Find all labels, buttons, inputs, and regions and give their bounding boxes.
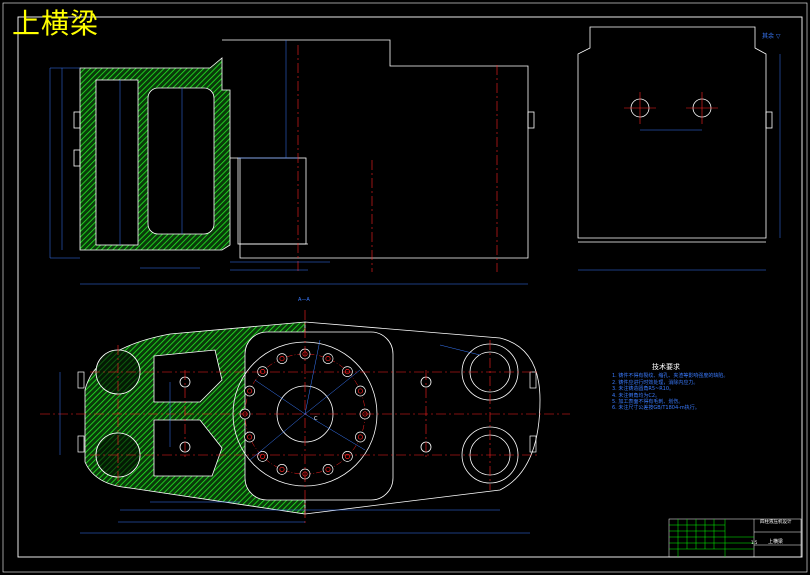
requirement-item: 5. 加工表面不得有毛刺、划伤。 [612,399,684,406]
bolt-hole-inner [279,356,285,362]
side-view-centerlines [624,92,718,124]
bolt-hole-inner [325,466,331,472]
title-block-part: 上横梁 [768,539,784,545]
bolt-hole-inner [247,388,253,394]
bolt-hole-inner [357,388,363,394]
requirement-item: 1. 铸件不得有裂纹、缩孔、夹渣等影响强度的缺陷。 [612,373,729,380]
bolt-hole-inner [279,466,285,472]
bolt-hole-inner [357,434,363,440]
bolt-hole-inner [325,356,331,362]
front-view-centerlines [297,45,498,272]
plan-view [77,321,541,515]
bolt-hole-inner [344,369,350,375]
side-view-dimensions [578,54,781,271]
bolt-hole-inner [260,369,266,375]
bolt-hole-inner [247,434,253,440]
side-view [577,26,773,243]
technical-requirements: 技术要求 1. 铸件不得有裂纹、缩孔、夹渣等影响强度的缺陷。 2. 铸件应进行时… [612,363,792,412]
title-block [668,518,802,558]
requirement-item: 3. 未注铸造圆角R5~R10。 [612,386,675,393]
technical-requirements-heading: 技术要求 [652,363,680,371]
roughness-note: 其余 ▽ [762,33,781,40]
requirement-item: 4. 未注倒角均为C2。 [612,392,661,399]
front-view [73,39,535,259]
inner-frame [17,16,803,558]
front-view-dimensions [49,40,528,285]
section-label: A—A [298,297,310,303]
center-label: C [314,416,318,422]
plan-view-dimensions [59,339,530,534]
requirement-item: 2. 铸件应进行时效处理，消除内应力。 [612,379,699,386]
title-block-grid [669,519,754,557]
title-block-project: 四柱液压机设计 [760,520,792,525]
drawing-title: 上横梁 [12,7,100,40]
title-block-scale: 1:5 [751,540,758,545]
requirement-item: 6. 未注尺寸公差按GB/T1804-m执行。 [612,405,700,412]
